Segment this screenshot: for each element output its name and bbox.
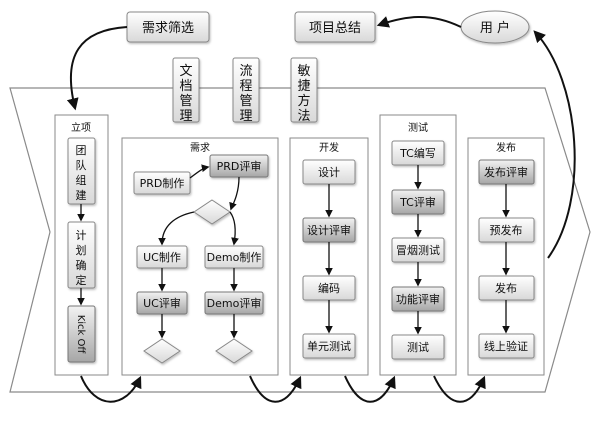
plan-char-3: 确: [76, 259, 87, 272]
doc-management-char-4: 理: [179, 109, 192, 124]
release-box: 发布: [478, 275, 535, 301]
coding-label: 编码: [318, 281, 340, 295]
doc-management-box: 文 档 管 理: [172, 57, 200, 124]
doc-management-char-1: 文: [179, 64, 192, 79]
development-title: 开发: [319, 141, 339, 154]
agile-method-char-3: 方: [297, 93, 310, 109]
process-management-char-1: 流: [239, 64, 252, 79]
agile-method-char-1: 敏: [297, 64, 310, 79]
arrow-filter-to-initiation: [66, 26, 128, 111]
pre-release-label: 预发布: [490, 223, 523, 237]
arc-initiation-to-requirements: [80, 375, 142, 403]
plan-char-4: 定: [76, 273, 87, 287]
project-summary-label: 项目总结: [309, 21, 361, 36]
demand-filter-node: 需求筛选: [126, 11, 210, 43]
uc-make-label: UC制作: [143, 251, 181, 264]
arc-requirements-to-development: [249, 375, 302, 403]
team-char-2: 队: [76, 158, 87, 172]
arrow-prd-review-to-decision: [229, 176, 240, 211]
uc-review-label: UC评审: [143, 296, 181, 310]
tc-write-box: TC编写: [391, 140, 445, 166]
release-label: 发布: [495, 281, 517, 295]
arrow-user-to-summary: [376, 16, 462, 28]
tc-review-label: TC评审: [399, 195, 436, 209]
unit-test-box: 单元测试: [302, 333, 356, 359]
requirements-decision-diamond: [193, 199, 231, 225]
arc-development-to-testing: [344, 375, 396, 403]
demo-decision-diamond: [215, 338, 253, 364]
function-review-label: 功能评审: [396, 292, 440, 306]
agile-method-char-2: 捷: [297, 79, 310, 94]
test-label: 测试: [407, 341, 429, 354]
demo-make-label: Demo制作: [207, 251, 262, 264]
testing-title: 测试: [408, 121, 428, 134]
plan-confirm-box: 计 划 确 定: [67, 221, 96, 289]
team-char-4: 建: [76, 188, 87, 202]
plan-char-2: 划: [76, 244, 87, 257]
design-label: 设计: [318, 166, 340, 179]
smoke-test-label: 冒烟测试: [396, 243, 440, 257]
process-management-char-4: 理: [239, 109, 252, 124]
tc-review-box: TC评审: [391, 189, 445, 215]
arrow-release-to-user: [533, 30, 576, 259]
online-verify-box: 线上验证: [478, 333, 535, 359]
release-review-box: 发布评审: [478, 159, 535, 185]
kickoff-label: Kick Off: [75, 315, 86, 355]
smoke-test-box: 冒烟测试: [391, 237, 445, 263]
doc-management-char-3: 管: [179, 94, 192, 109]
process-management-box: 流 程 管 理: [232, 57, 260, 124]
process-management-char-3: 管: [239, 94, 252, 109]
arc-testing-to-release: [433, 375, 486, 403]
unit-test-label: 单元测试: [307, 340, 351, 353]
function-review-box: 功能评审: [391, 286, 445, 312]
demand-filter-label: 需求筛选: [142, 21, 194, 36]
coding-box: 编码: [302, 275, 356, 301]
arrow-decision-to-uc: [158, 211, 195, 246]
team-building-box: 团 队 组 建: [67, 137, 96, 205]
team-char-1: 团: [76, 144, 87, 157]
prd-review-label: PRD评审: [217, 159, 262, 173]
test-box: 测试: [391, 334, 445, 360]
user-node: 用 户: [460, 10, 530, 44]
process-management-char-2: 程: [239, 79, 252, 94]
prd-make-box: PRD制作: [133, 171, 191, 195]
project-summary-node: 项目总结: [294, 11, 376, 43]
requirements-title: 需求: [190, 142, 210, 154]
initiation-title: 立项: [71, 121, 91, 134]
agile-method-box: 敏 捷 方 法: [290, 57, 318, 124]
online-verify-label: 线上验证: [484, 339, 528, 353]
prd-review-box: PRD评审: [209, 154, 269, 178]
kickoff-box: Kick Off: [67, 305, 96, 363]
arrow-decision-to-demo: [229, 211, 239, 246]
demo-make-box: Demo制作: [204, 245, 264, 269]
uc-make-box: UC制作: [136, 245, 188, 269]
prd-make-label: PRD制作: [140, 177, 185, 190]
release-title: 发布: [496, 141, 516, 154]
design-review-box: 设计评审: [302, 217, 356, 243]
user-label: 用 户: [480, 20, 510, 36]
design-review-label: 设计评审: [307, 223, 351, 237]
team-char-3: 组: [76, 173, 87, 187]
uc-decision-diamond: [143, 338, 181, 364]
demo-review-box: Demo评审: [204, 291, 264, 315]
doc-management-char-2: 档: [179, 79, 192, 94]
release-review-label: 发布评审: [484, 165, 528, 179]
agile-method-char-4: 法: [297, 109, 310, 124]
tc-write-label: TC编写: [399, 146, 436, 160]
arrow-prd-make-to-review: [189, 164, 210, 179]
uc-review-box: UC评审: [136, 291, 188, 315]
demo-review-label: Demo评审: [207, 296, 262, 310]
pre-release-box: 预发布: [478, 217, 535, 243]
design-box: 设计: [302, 159, 356, 185]
plan-char-1: 计: [76, 229, 87, 242]
